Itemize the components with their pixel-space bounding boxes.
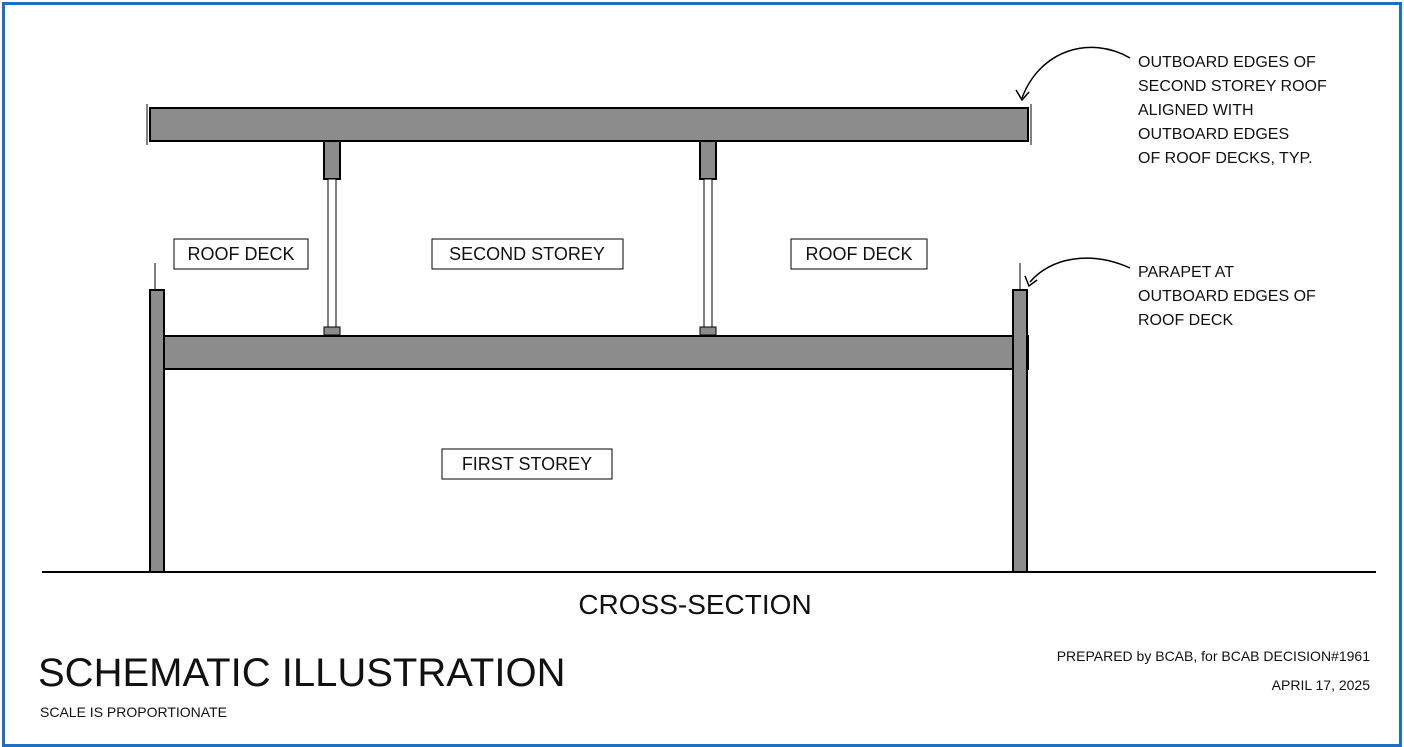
roof-edges-annotation: OUTBOARD EDGES OF SECOND STOREY ROOF ALI… [1138, 54, 1327, 167]
svg-text:ROOF DECK: ROOF DECK [1138, 312, 1233, 329]
svg-text:PARAPET AT: PARAPET AT [1138, 264, 1234, 281]
parapet-left [149, 289, 165, 573]
second-storey-roof-slab [149, 107, 1029, 142]
roof-edge-leader-arrow [1021, 46, 1131, 99]
roof-deck-right-label-box [790, 238, 928, 270]
roof-deck-right-label: ROOF DECK [805, 244, 912, 264]
parapet-leader-arrow [1029, 257, 1131, 283]
column-right [703, 178, 713, 330]
first-storey-label-box [441, 448, 613, 480]
roof-deck-left-label: ROOF DECK [187, 244, 294, 264]
scale-note: SCALE IS PROPORTIONATE [40, 704, 227, 720]
svg-text:OUTBOARD EDGES OF: OUTBOARD EDGES OF [1138, 54, 1316, 71]
first-storey-label: FIRST STOREY [462, 454, 592, 474]
svg-text:OUTBOARD EDGES OF: OUTBOARD EDGES OF [1138, 288, 1316, 305]
svg-text:SECOND STOREY ROOF: SECOND STOREY ROOF [1138, 78, 1327, 95]
drawing-date: APRIL 17, 2025 [1272, 677, 1371, 693]
column-left [327, 178, 337, 330]
drawing-title: SCHEMATIC ILLUSTRATION [38, 651, 565, 695]
parapet-annotation: PARAPET AT OUTBOARD EDGES OF ROOF DECK [1138, 264, 1316, 329]
parapet-right [1012, 289, 1028, 573]
post-stub-left [323, 140, 341, 180]
second-storey-label: SECOND STOREY [449, 244, 605, 264]
svg-text:OF ROOF DECKS, TYP.: OF ROOF DECKS, TYP. [1138, 150, 1313, 167]
post-stub-right [699, 140, 717, 180]
second-floor-slab [149, 335, 1029, 370]
roof-deck-left-label-box [173, 238, 309, 270]
prepared-by: PREPARED by BCAB, for BCAB DECISION#1961 [1057, 648, 1371, 664]
svg-text:OUTBOARD EDGES: OUTBOARD EDGES [1138, 126, 1289, 143]
svg-text:ALIGNED WITH: ALIGNED WITH [1138, 102, 1254, 119]
second-storey-label-box [431, 238, 624, 270]
section-title: CROSS-SECTION [578, 589, 811, 620]
